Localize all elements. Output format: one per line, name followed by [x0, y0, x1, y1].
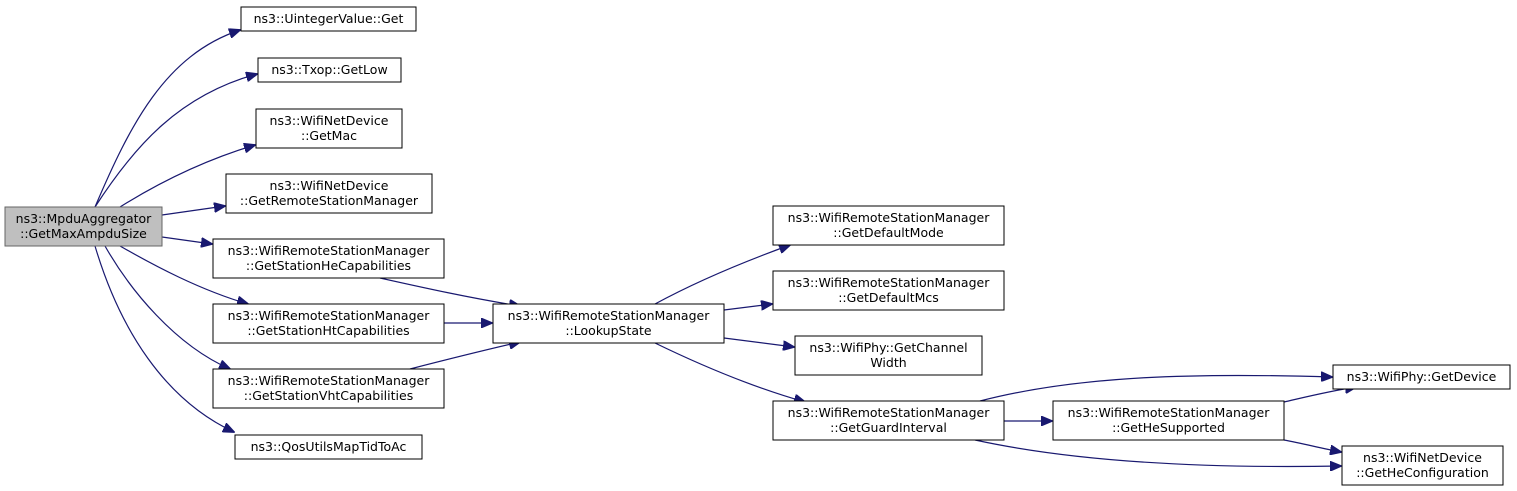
- edge-wrsm_gsvht-to-wrsm_lookup: [409, 342, 520, 370]
- node-box: [1332, 364, 1511, 390]
- node-label: ns3::QosUtilsMapTidToAc: [251, 439, 407, 454]
- node-box: [225, 173, 433, 214]
- edge-wrsm_ggi-to-phy_gdev: [979, 375, 1332, 402]
- node-label: ns3::WifiNetDevice: [270, 113, 389, 128]
- node-label: ns3::MpduAggregator: [16, 211, 153, 226]
- edge-wrsm_lookup-to-wrsm_gdmode: [654, 245, 790, 305]
- node-wrsm_lookup[interactable]: ns3::WifiRemoteStationManager::LookupSta…: [492, 303, 725, 344]
- node-label: ::GetRemoteStationManager: [240, 193, 419, 208]
- node-wrsm_gdmcs[interactable]: ns3::WifiRemoteStationManager::GetDefaul…: [772, 270, 1005, 311]
- node-label: ::GetHeConfiguration: [1356, 465, 1489, 480]
- node-box: [772, 270, 1005, 311]
- node-label: ::GetHeSupported: [1112, 420, 1225, 435]
- node-label: ns3::WifiRemoteStationManager: [788, 405, 991, 420]
- node-label: ::LookupState: [565, 323, 652, 338]
- node-wrsm_ghes[interactable]: ns3::WifiRemoteStationManager::GetHeSupp…: [1052, 400, 1285, 441]
- edge-wrsm_lookup-to-wrsm_gdmcs: [723, 304, 772, 311]
- node-label: ns3::WifiRemoteStationManager: [788, 210, 991, 225]
- edge-wrsm_ghes-to-wnd_ghecfg: [1283, 439, 1341, 452]
- node-label: ::GetDefaultMcs: [838, 290, 939, 305]
- node-label: Width: [870, 355, 906, 370]
- node-label: ::GetStationHtCapabilities: [247, 323, 409, 338]
- node-label: ns3::WifiNetDevice: [270, 178, 389, 193]
- node-wrsm_gshe[interactable]: ns3::WifiRemoteStationManager::GetStatio…: [212, 238, 445, 279]
- edge-root-to-wnd_getrsm: [161, 206, 225, 216]
- node-wrsm_gsvht[interactable]: ns3::WifiRemoteStationManager::GetStatio…: [212, 368, 445, 409]
- node-label: ns3::WifiRemoteStationManager: [228, 243, 431, 258]
- node-box: [772, 205, 1005, 246]
- node-wrsm_gsht[interactable]: ns3::WifiRemoteStationManager::GetStatio…: [212, 303, 445, 344]
- edge-wrsm_lookup-to-wrsm_ggi: [654, 342, 805, 402]
- edge-wrsm_lookup-to-phy_gcw: [723, 337, 794, 347]
- node-box: [212, 368, 445, 409]
- edge-root-to-txop_getlow: [94, 74, 257, 208]
- edge-root-to-wrsm_gsht: [119, 245, 248, 304]
- nodes-layer: ns3::MpduAggregator::GetMaxAmpduSizens3:…: [4, 6, 1511, 486]
- node-label: ns3::Txop::GetLow: [271, 62, 387, 77]
- node-box: [257, 57, 402, 83]
- node-box: [234, 434, 423, 460]
- node-box: [794, 335, 983, 376]
- node-wnd_ghecfg[interactable]: ns3::WifiNetDevice::GetHeConfiguration: [1341, 445, 1504, 486]
- node-wrsm_gdmode[interactable]: ns3::WifiRemoteStationManager::GetDefaul…: [772, 205, 1005, 246]
- edge-wrsm_gshe-to-wrsm_lookup: [379, 277, 520, 306]
- node-label: ns3::WifiPhy::GetDevice: [1347, 369, 1497, 384]
- node-box: [4, 206, 163, 247]
- edge-root-to-wrsm_gshe: [161, 236, 212, 244]
- edge-wrsm_ggi-to-wnd_ghecfg: [974, 439, 1341, 467]
- node-box: [240, 6, 417, 32]
- node-box: [212, 238, 445, 279]
- node-box: [212, 303, 445, 344]
- node-label: ::GetMaxAmpduSize: [20, 226, 147, 241]
- node-label: ns3::WifiRemoteStationManager: [1068, 405, 1271, 420]
- node-qos_map[interactable]: ns3::QosUtilsMapTidToAc: [234, 434, 423, 460]
- node-root[interactable]: ns3::MpduAggregator::GetMaxAmpduSize: [4, 206, 163, 247]
- node-label: ns3::WifiPhy::GetChannel: [809, 340, 967, 355]
- node-box: [1341, 445, 1504, 486]
- node-label: ::GetMac: [301, 128, 357, 143]
- node-label: ns3::WifiRemoteStationManager: [228, 373, 431, 388]
- node-wnd_getmac[interactable]: ns3::WifiNetDevice::GetMac: [255, 108, 403, 149]
- node-label: ::GetGuardInterval: [830, 420, 947, 435]
- edge-root-to-wnd_getmac: [119, 145, 255, 208]
- node-label: ns3::WifiRemoteStationManager: [788, 275, 991, 290]
- node-wnd_getrsm[interactable]: ns3::WifiNetDevice::GetRemoteStationMana…: [225, 173, 433, 214]
- node-label: ::GetStationHeCapabilities: [246, 258, 411, 273]
- node-box: [772, 400, 1005, 441]
- node-box: [492, 303, 725, 344]
- edge-root-to-wrsm_gsvht: [104, 245, 230, 369]
- node-label: ns3::WifiNetDevice: [1363, 450, 1482, 465]
- node-label: ::GetStationVhtCapabilities: [244, 388, 413, 403]
- node-wrsm_ggi[interactable]: ns3::WifiRemoteStationManager::GetGuardI…: [772, 400, 1005, 441]
- node-phy_gdev[interactable]: ns3::WifiPhy::GetDevice: [1332, 364, 1511, 390]
- node-txop_getlow[interactable]: ns3::Txop::GetLow: [257, 57, 402, 83]
- edges-layer: [94, 30, 1356, 467]
- node-label: ::GetDefaultMode: [833, 225, 944, 240]
- node-label: ns3::WifiRemoteStationManager: [508, 308, 711, 323]
- edge-root-to-uint_get: [94, 30, 240, 208]
- node-uint_get[interactable]: ns3::UintegerValue::Get: [240, 6, 417, 32]
- edge-root-to-qos_map: [94, 245, 234, 432]
- node-box: [255, 108, 403, 149]
- node-label: ns3::UintegerValue::Get: [254, 11, 404, 26]
- node-label: ns3::WifiRemoteStationManager: [228, 308, 431, 323]
- node-box: [1052, 400, 1285, 441]
